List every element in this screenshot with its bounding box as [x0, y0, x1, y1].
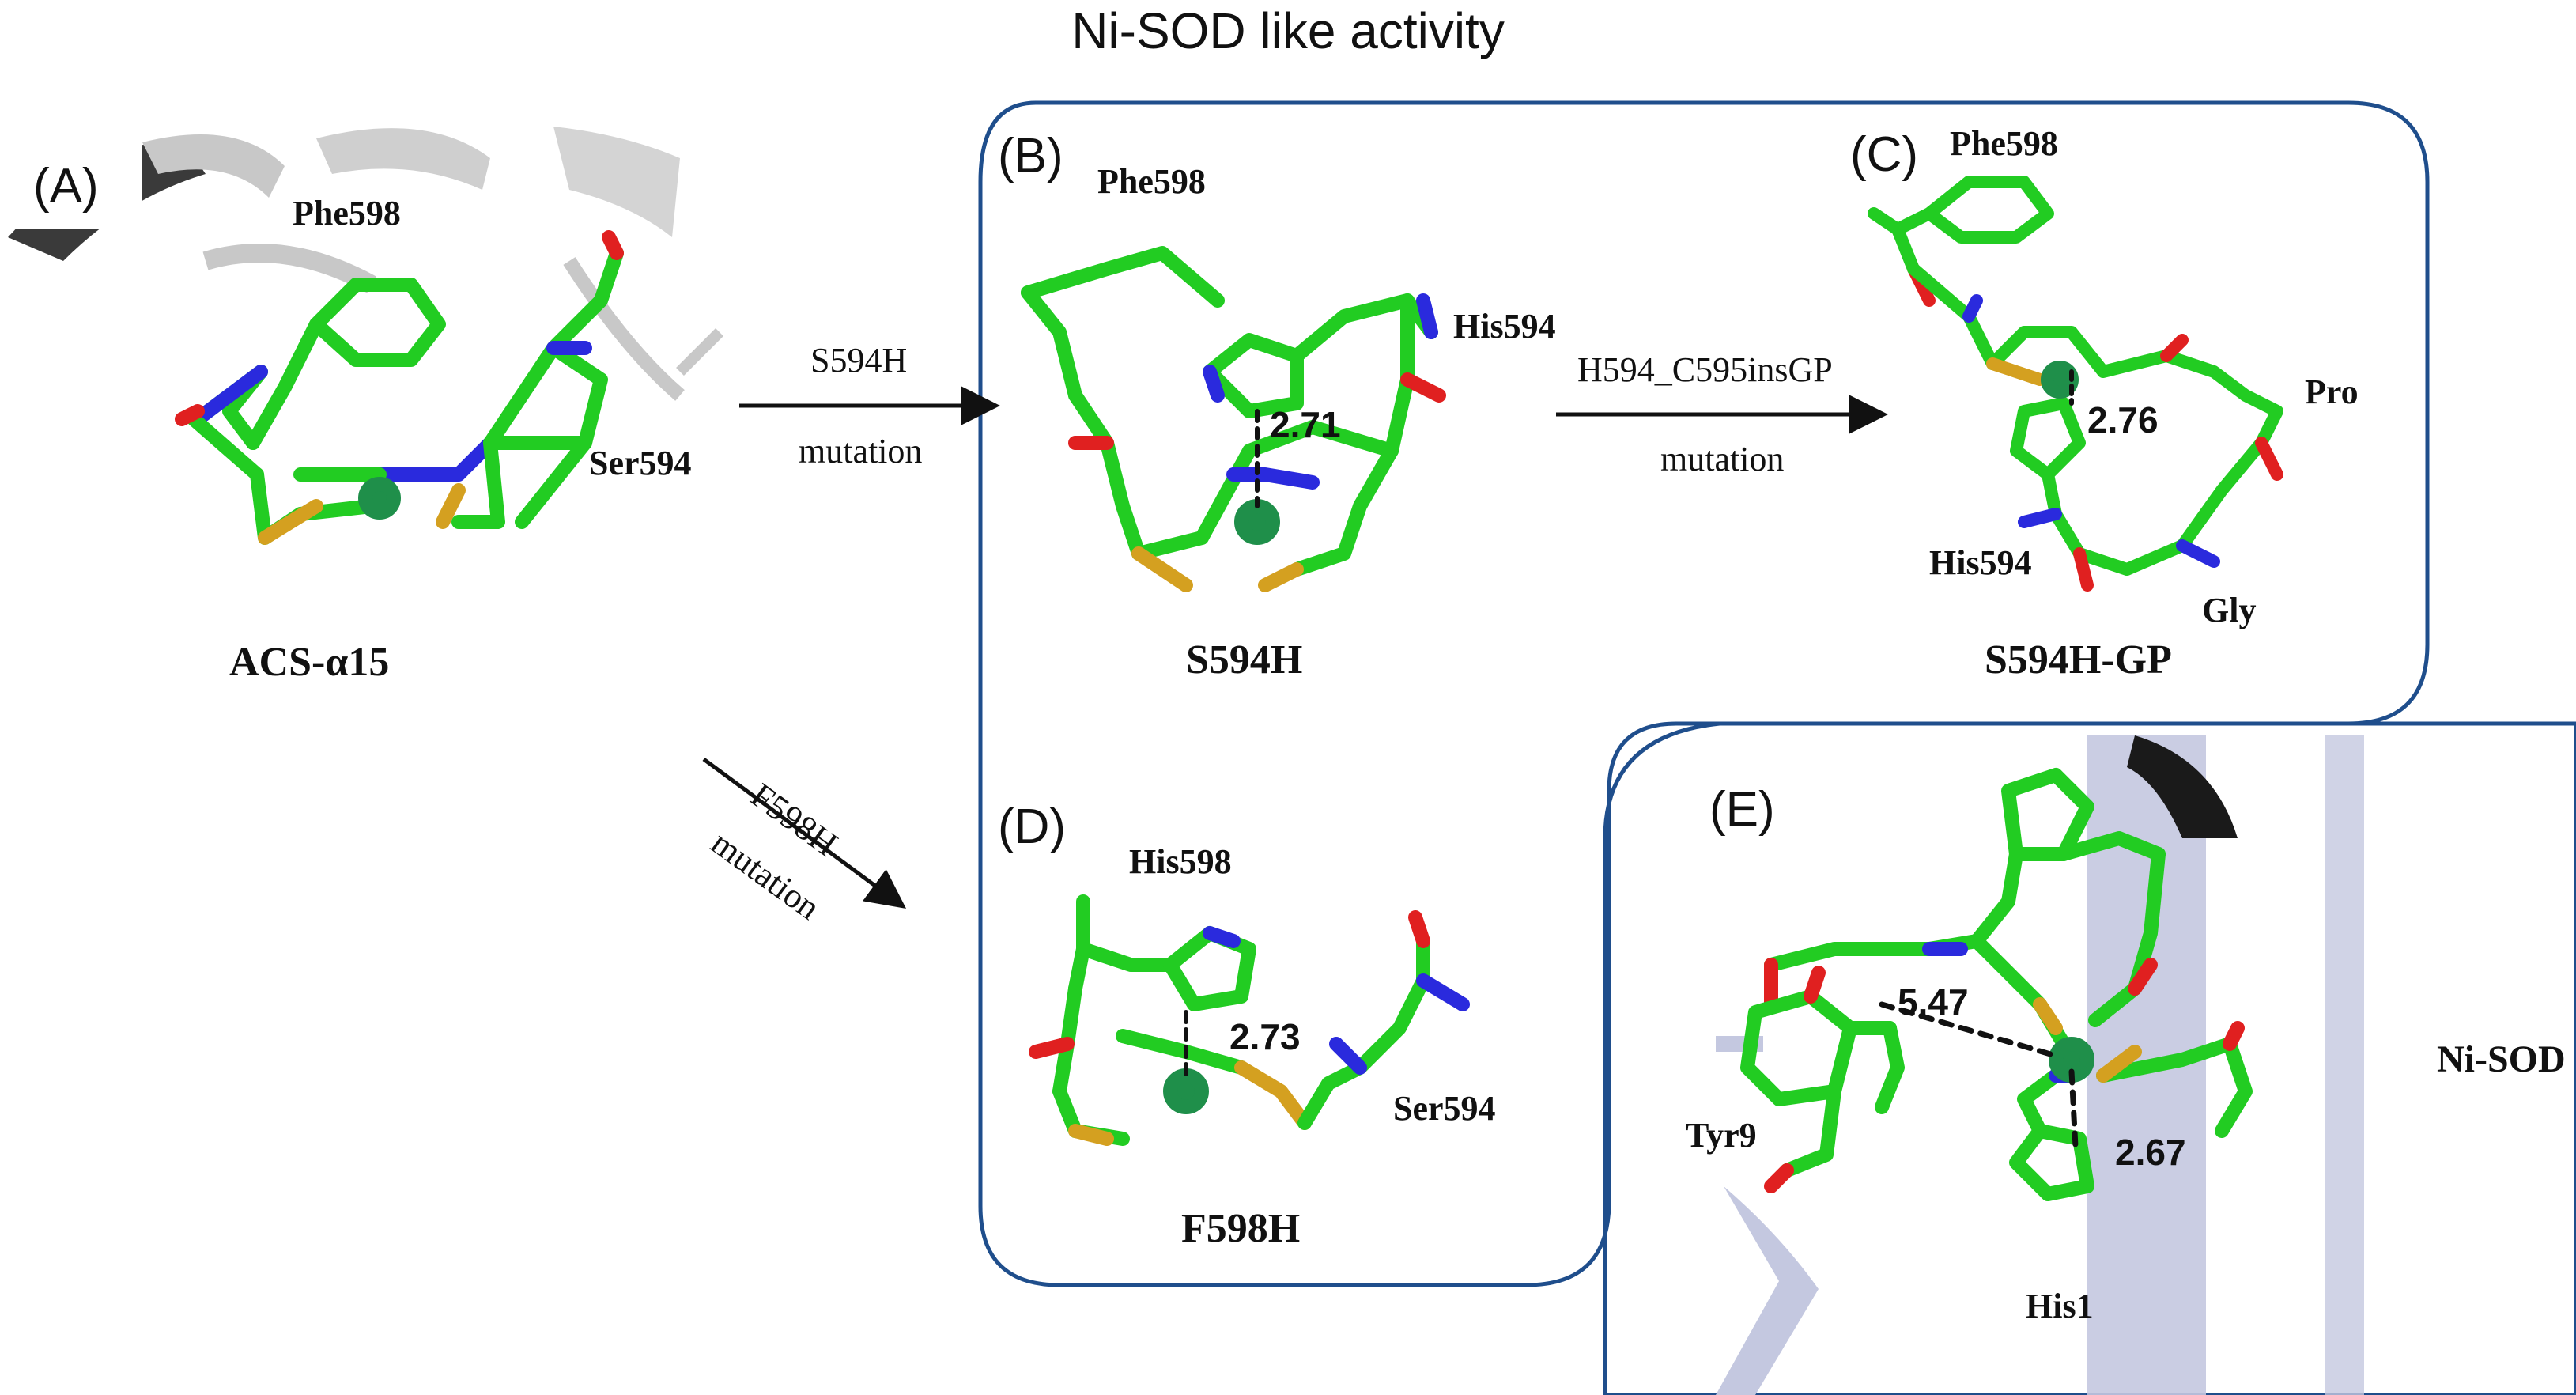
- figure-title: Ni-SOD like activity: [1071, 2, 1505, 59]
- nisod-box-border: [1603, 721, 2576, 1395]
- arrow-a-to-b-top-label: S594H: [810, 341, 908, 380]
- panel-b-distance: 2.71: [1270, 404, 1341, 445]
- activity-box-border: [978, 100, 2430, 1287]
- panel-b-letter: (B): [998, 129, 1063, 183]
- panel-a-letter-background: [0, 142, 142, 229]
- panel-d-residue-ser594: Ser594: [1393, 1089, 1496, 1128]
- panel-d-distance: 2.73: [1229, 1016, 1301, 1057]
- panel-d-letter: (D): [998, 800, 1067, 854]
- panel-c-name: S594H-GP: [1985, 637, 2172, 682]
- panel-e-residue-tyr9: Tyr9: [1686, 1116, 1757, 1155]
- panel-d-molecule: [1029, 894, 1470, 1146]
- arrow-b-to-c-bottom-label: mutation: [1660, 440, 1785, 478]
- panel-b-name: S594H: [1186, 637, 1303, 682]
- panel-b-residue-phe598: Phe598: [1097, 162, 1206, 201]
- panel-c-residue-pro: Pro: [2305, 372, 2359, 411]
- panel-b-residue-his594: His594: [1453, 307, 1556, 346]
- panel-b-molecule: [1021, 246, 1446, 592]
- panel-c-letter: (C): [1850, 127, 1919, 182]
- arrow-a-to-b-bottom-label: mutation: [799, 432, 923, 471]
- panel-c-residue-phe598: Phe598: [1950, 124, 2058, 163]
- panel-e-letter: (E): [1709, 782, 1775, 837]
- panel-c-residue-his594: His594: [1929, 543, 2032, 582]
- panel-e-name: Ni-SOD: [2437, 1038, 2566, 1080]
- panel-e-residue-his1: His1: [2026, 1287, 2094, 1325]
- panel-d-residue-his598: His598: [1129, 842, 1232, 881]
- panel-c-distance: 2.76: [2087, 399, 2159, 440]
- panel-e-molecule: [1740, 768, 2253, 1201]
- panel-a-residue-phe598: Phe598: [293, 194, 401, 232]
- panel-e-distance-2: 2.67: [2115, 1132, 2186, 1173]
- panel-e-distance-1: 5.47: [1898, 981, 1969, 1023]
- panel-a-residue-ser594: Ser594: [589, 444, 692, 482]
- panel-a-molecule: [175, 230, 624, 545]
- panel-c-molecule: [1868, 176, 2283, 592]
- panel-a-letter: (A): [33, 159, 99, 214]
- panel-d-name: F598H: [1181, 1206, 1301, 1251]
- arrow-a-to-d: [702, 757, 907, 909]
- panel-c-residue-gly: Gly: [2202, 591, 2257, 629]
- panel-a-name: ACS-α15: [229, 640, 390, 685]
- arrow-b-to-c-top-label: H594_C595insGP: [1577, 350, 1833, 389]
